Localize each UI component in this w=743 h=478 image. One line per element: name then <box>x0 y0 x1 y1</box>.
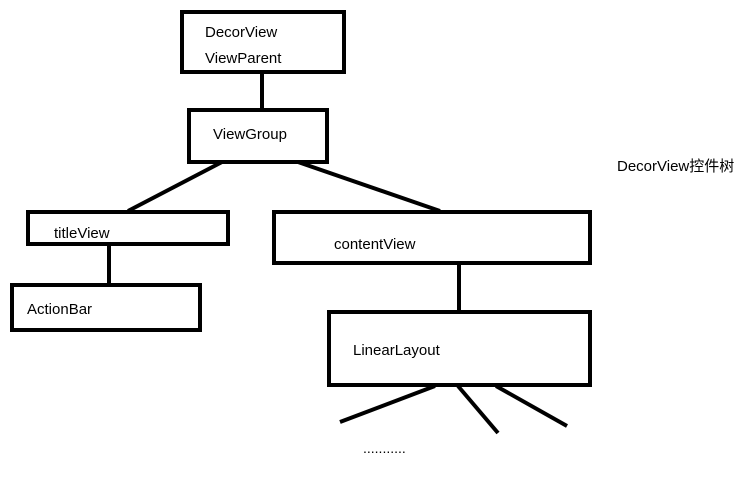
edge-linearlayout-child-2 <box>456 384 500 435</box>
node-decorview-label: DecorView <box>205 24 278 41</box>
edge-viewgroup-contentview <box>297 160 441 213</box>
ellipsis-more-children: ........... <box>363 440 406 456</box>
node-viewgroup: ViewGroup <box>187 108 329 164</box>
node-decorview: DecorView ViewParent <box>180 10 346 74</box>
node-linearlayout-label: LinearLayout <box>353 342 440 359</box>
node-viewgroup-label: ViewGroup <box>213 126 287 143</box>
node-contentview: contentView <box>272 210 592 265</box>
edge-linearlayout-child-3 <box>495 384 568 428</box>
node-actionbar-label: ActionBar <box>27 301 93 318</box>
node-titleview-label: titleView <box>54 225 110 242</box>
diagram-caption: DecorView控件树 <box>617 158 735 175</box>
node-decorview-sublabel: ViewParent <box>205 50 282 67</box>
node-contentview-label: contentView <box>334 236 416 253</box>
edge-viewgroup-titleview <box>127 160 223 213</box>
node-linearlayout: LinearLayout <box>327 310 592 387</box>
node-titleview: titleView <box>26 210 230 246</box>
edge-linearlayout-child-1 <box>339 384 436 424</box>
node-actionbar: ActionBar <box>10 283 202 332</box>
